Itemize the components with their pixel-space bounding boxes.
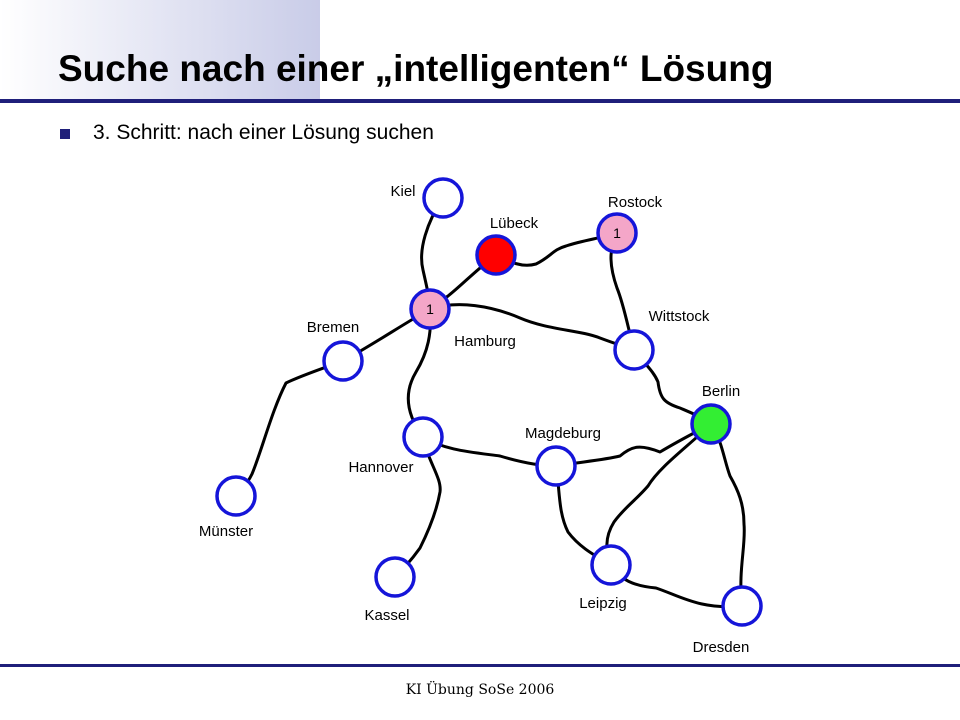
node-label-magdeburg: Magdeburg <box>525 425 601 442</box>
edge-berlin-dresden <box>709 422 746 608</box>
bullet-square-icon <box>60 129 70 139</box>
edge-magdeburg-berlin <box>554 422 713 468</box>
node-label-muenster: Münster <box>199 523 253 540</box>
nodes-layer: KielLübeck1Rostock1HamburgBremenWittstoc… <box>199 177 763 656</box>
edge-hannover-kassel <box>393 435 442 579</box>
edge-berlin-leipzig <box>605 422 713 567</box>
edge-bremen-muenster <box>234 359 345 498</box>
bullet-text: 3. Schritt: nach einer Lösung suchen <box>93 121 434 144</box>
node-circle-wittstock <box>613 329 655 371</box>
node-circle-kiel <box>422 177 464 219</box>
slide-title: Suche nach einer „intelligenten“ Lösung <box>58 48 774 89</box>
footer-text: KI Übung SoSe 2006 <box>405 682 555 698</box>
node-kiel: Kiel <box>390 177 464 219</box>
node-bremen: Bremen <box>307 319 364 382</box>
node-circle-berlin <box>690 403 732 445</box>
node-berlin: Berlin <box>690 383 740 445</box>
node-label-kassel: Kassel <box>364 607 409 624</box>
node-wittstock: Wittstock <box>613 308 710 371</box>
node-label-hannover: Hannover <box>348 459 413 476</box>
node-label-hamburg: Hamburg <box>454 333 516 350</box>
title-corner-block <box>0 0 320 100</box>
node-label-bremen: Bremen <box>307 319 360 336</box>
node-mark-hamburg: 1 <box>426 301 434 317</box>
node-circle-hannover <box>402 416 444 458</box>
node-label-dresden: Dresden <box>693 639 750 656</box>
node-circle-leipzig <box>590 544 632 586</box>
footer-rule <box>0 664 960 667</box>
node-luebeck: Lübeck <box>475 215 539 276</box>
node-circle-kassel <box>374 556 416 598</box>
node-circle-muenster <box>215 475 257 517</box>
node-mark-rostock: 1 <box>613 225 621 241</box>
node-label-luebeck: Lübeck <box>490 215 539 232</box>
node-label-leipzig: Leipzig <box>579 595 627 612</box>
node-circle-bremen <box>322 340 364 382</box>
node-hannover: Hannover <box>348 416 444 476</box>
node-dresden: Dresden <box>693 585 763 656</box>
node-circle-hamburg <box>409 288 451 330</box>
node-kassel: Kassel <box>364 556 416 624</box>
node-rostock: 1 Rostock <box>596 194 663 254</box>
node-muenster: Münster <box>199 475 257 540</box>
node-circle-rostock <box>596 212 638 254</box>
node-circle-luebeck <box>475 234 517 276</box>
title-underline <box>0 99 960 103</box>
node-magdeburg: Magdeburg <box>525 425 601 487</box>
node-leipzig: Leipzig <box>579 544 632 612</box>
node-circle-dresden <box>721 585 763 627</box>
node-circle-magdeburg <box>535 445 577 487</box>
edge-luebeck-rostock <box>494 231 619 267</box>
node-label-wittstock: Wittstock <box>649 308 710 325</box>
node-label-kiel: Kiel <box>390 183 415 200</box>
node-label-rostock: Rostock <box>608 194 663 211</box>
node-label-berlin: Berlin <box>702 383 740 400</box>
